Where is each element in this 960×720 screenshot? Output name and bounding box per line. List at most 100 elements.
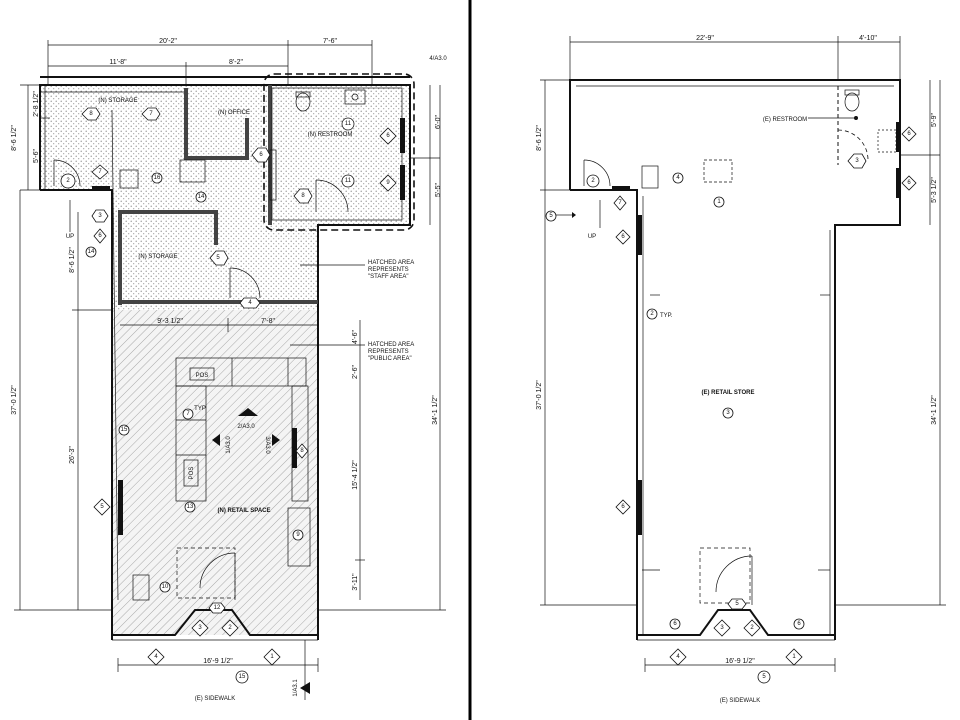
dim-right-total: 34'-1 1/2" bbox=[432, 395, 439, 425]
note-public-1: HATCHED AREA bbox=[368, 342, 414, 348]
elev-ref-3: 3/A3.0 bbox=[264, 436, 270, 454]
tag: 2 bbox=[750, 625, 754, 631]
left-tags: 8 7 6 11 6 11 9 8 2 16 7 14 3 14 6 15 5 … bbox=[60, 107, 397, 684]
r-dim-left-a: 8'-6 1/2" bbox=[536, 125, 543, 151]
dim-right-e: 15'-4 1/2" bbox=[352, 460, 359, 490]
existing-storefront bbox=[637, 609, 835, 636]
public-area-fill bbox=[112, 310, 318, 635]
room-office: (N) OFFICE bbox=[218, 110, 250, 116]
r-sidewalk-label: (E) SIDEWALK bbox=[720, 698, 760, 704]
tag: 15 bbox=[239, 674, 246, 680]
tag: 3 bbox=[726, 410, 730, 416]
pos-label-2: POS bbox=[189, 467, 195, 480]
existing-exterior-wall bbox=[569, 79, 901, 640]
r-dim-right-total: 34'-1 1/2" bbox=[931, 395, 938, 425]
tag: 5 bbox=[100, 504, 104, 510]
tag: 7 bbox=[186, 411, 190, 417]
dim-top-right: 7'-6" bbox=[323, 38, 337, 45]
exterior-wall bbox=[39, 84, 411, 640]
tag: 2 bbox=[650, 311, 654, 317]
tag: 9 bbox=[296, 532, 300, 538]
tag: 2 bbox=[228, 625, 232, 631]
tag: 4 bbox=[676, 175, 680, 181]
tag: 4 bbox=[248, 300, 252, 306]
dim-left-d: 8'-6 1/2" bbox=[69, 247, 76, 273]
dim-right-c: 4'-6" bbox=[352, 330, 359, 344]
r-dim-bottom: 16'-9 1/2" bbox=[725, 658, 755, 665]
existing-exterior-wall-left bbox=[570, 189, 638, 640]
elev-ref-2: 1/A3.0 bbox=[226, 436, 232, 454]
tag: 7 bbox=[618, 200, 622, 206]
tag: 3 bbox=[720, 625, 724, 631]
tag: 8 bbox=[300, 448, 304, 454]
dim-mid-b: 7'-8" bbox=[261, 318, 275, 325]
tag: 14 bbox=[88, 249, 95, 255]
room-storage-mid: (N) STORAGE bbox=[138, 254, 177, 260]
storage-door-swing bbox=[229, 267, 261, 299]
note-staff-2: REPRESENTS bbox=[368, 267, 409, 273]
tag: 15 bbox=[121, 427, 128, 433]
tag: 7 bbox=[98, 169, 102, 175]
tag: 1 bbox=[270, 654, 274, 660]
tag: 14 bbox=[198, 194, 205, 200]
dim-right-d: 2'-6" bbox=[352, 365, 359, 379]
side-cabinet bbox=[287, 507, 311, 567]
entry-mat bbox=[176, 547, 236, 599]
tag: 6 bbox=[386, 133, 390, 139]
dim-mid-a: 9'-3 1/2" bbox=[157, 318, 183, 325]
dim-top-b: 8'-2" bbox=[229, 59, 243, 66]
sales-counter bbox=[175, 357, 307, 387]
dim-right-b: 5'-5" bbox=[435, 183, 442, 197]
toilet bbox=[295, 92, 311, 112]
tag: 6 bbox=[907, 131, 911, 137]
r-room-restroom: (E) RESTROOM bbox=[763, 117, 807, 123]
note-staff-1: HATCHED AREA bbox=[368, 260, 414, 266]
entry-door-swing bbox=[199, 552, 236, 589]
office-wall bbox=[184, 88, 188, 160]
tag: 16 bbox=[154, 175, 161, 181]
tag: 6 bbox=[621, 504, 625, 510]
tag: 13 bbox=[187, 504, 194, 510]
dim-right-f: 3'-11" bbox=[352, 573, 359, 591]
elev-ref-1: 2/A3.0 bbox=[237, 424, 255, 430]
restroom-door-swing bbox=[315, 179, 349, 213]
dim-left-mid: 26'-3" bbox=[69, 446, 76, 464]
room-restroom: (N) RESTROOM bbox=[308, 132, 353, 138]
sidewalk-label: (E) SIDEWALK bbox=[195, 696, 235, 702]
r-up-label: UP bbox=[588, 234, 596, 240]
existing-entry-door-swing bbox=[715, 555, 753, 593]
r-dim-top-total: 22'-9" bbox=[696, 35, 714, 42]
tag: 1 bbox=[717, 199, 721, 205]
detail-ref: 4/A3.0 bbox=[429, 56, 447, 62]
tag: 6 bbox=[259, 152, 263, 158]
pos-label-1: POS bbox=[196, 373, 209, 379]
r-typ-label: TYP. bbox=[660, 313, 673, 319]
right-plan: 22'-9" 4'-10" 8'-6 1/2" 37'-0 1/2" 5'-9"… bbox=[536, 35, 946, 704]
r-dim-right-b: 5'-3 1/2" bbox=[931, 177, 938, 203]
tag: 10 bbox=[162, 584, 169, 590]
storage-wall bbox=[118, 210, 218, 214]
note-public-3: "PUBLIC AREA" bbox=[368, 356, 412, 362]
tag: 5 bbox=[216, 255, 220, 261]
r-dim-left-total: 37'-0 1/2" bbox=[536, 380, 543, 410]
up-label: UP bbox=[66, 234, 74, 240]
existing-rear-door-swing bbox=[583, 159, 611, 187]
tag: 12 bbox=[214, 605, 221, 611]
tag: 3 bbox=[98, 213, 102, 219]
dim-top-total: 20'-2" bbox=[159, 38, 177, 45]
tag: 6 bbox=[907, 180, 911, 186]
tag: 3 bbox=[855, 158, 859, 164]
dim-bottom: 16'-9 1/2" bbox=[203, 658, 233, 665]
typ-label: TYP bbox=[194, 406, 206, 412]
tag: 9 bbox=[386, 180, 390, 186]
left-plan: 20'-2" 7'-6" 11'-8" 8'-2" 4/A3.0 2'-8 1/… bbox=[11, 38, 447, 702]
room-storage-top: (N) STORAGE bbox=[98, 98, 137, 104]
tag: 5 bbox=[549, 213, 553, 219]
tag: 5 bbox=[762, 674, 766, 680]
elevation-marker-north bbox=[238, 408, 258, 416]
r-dim-top-right: 4'-10" bbox=[859, 35, 877, 42]
tag: 1 bbox=[792, 654, 796, 660]
tag: 8 bbox=[301, 193, 305, 199]
dim-left-b: 8'-6 1/2" bbox=[11, 125, 18, 151]
